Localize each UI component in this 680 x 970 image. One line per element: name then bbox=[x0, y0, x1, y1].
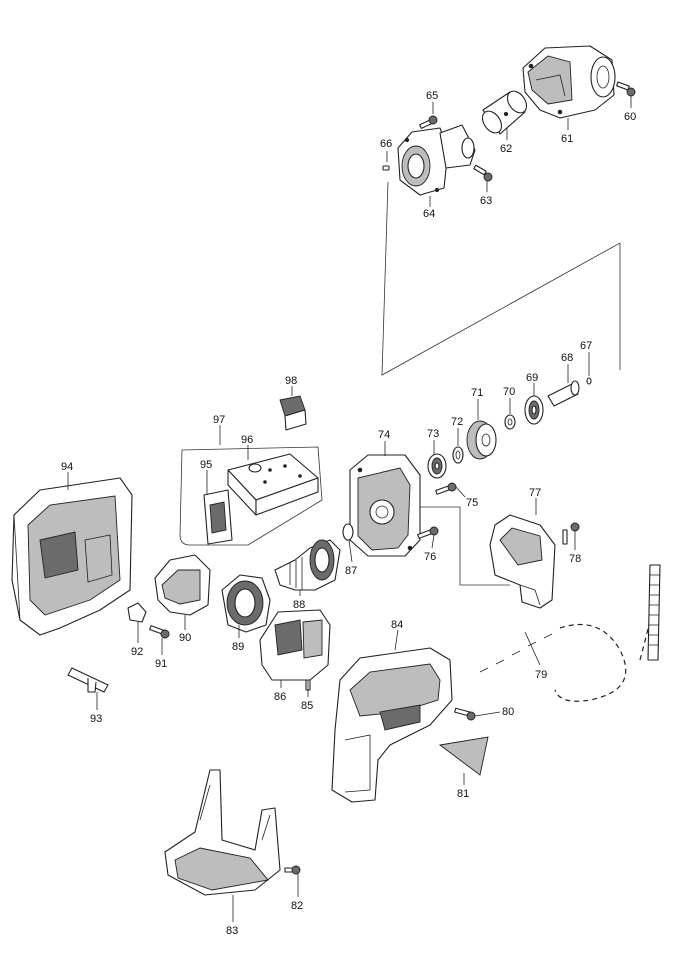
part-72-washer bbox=[452, 446, 464, 464]
part-86-brush-holder bbox=[259, 609, 331, 681]
label-90: 90 bbox=[179, 632, 191, 644]
part-80-screw bbox=[454, 707, 476, 721]
label-76: 76 bbox=[424, 551, 436, 563]
part-95-switch bbox=[203, 489, 233, 545]
part-84-housing bbox=[331, 647, 453, 803]
controller-group-frame bbox=[179, 446, 323, 546]
part-63-screw bbox=[473, 164, 493, 182]
part-61-gear-housing bbox=[522, 45, 616, 119]
label-98: 98 bbox=[285, 375, 297, 387]
label-83: 83 bbox=[226, 925, 238, 937]
part-89-field bbox=[221, 574, 271, 633]
label-95: 95 bbox=[200, 459, 212, 471]
label-91: 91 bbox=[155, 658, 167, 670]
label-69: 69 bbox=[526, 372, 538, 384]
label-75: 75 bbox=[466, 497, 478, 509]
label-67: 67 bbox=[580, 340, 592, 352]
label-93: 93 bbox=[90, 713, 102, 725]
part-70-washer bbox=[504, 414, 516, 430]
part-71-gear bbox=[466, 420, 497, 460]
part-92-clip bbox=[127, 602, 147, 623]
label-86: 86 bbox=[274, 691, 286, 703]
label-77: 77 bbox=[529, 487, 541, 499]
leader-lines bbox=[67, 96, 632, 922]
part-76-screw bbox=[417, 526, 439, 539]
part-83-stand bbox=[164, 769, 281, 896]
part-81-pad bbox=[438, 736, 489, 776]
label-88: 88 bbox=[293, 599, 305, 611]
part-96-controller bbox=[227, 453, 319, 516]
label-94: 94 bbox=[61, 461, 73, 473]
upper-assembly-frame bbox=[381, 181, 621, 376]
part-75-screw bbox=[435, 482, 457, 495]
label-92: 92 bbox=[131, 646, 143, 658]
motor-bracket-frame bbox=[413, 506, 510, 586]
label-96: 96 bbox=[241, 434, 253, 446]
label-78: 78 bbox=[569, 553, 581, 565]
part-78-screw bbox=[562, 522, 580, 545]
part-90-baffle bbox=[154, 554, 211, 616]
part-94-motor-housing bbox=[11, 477, 133, 636]
label-79: 79 bbox=[535, 669, 547, 681]
part-74-gear-case bbox=[349, 454, 421, 557]
label-80: 80 bbox=[502, 706, 514, 718]
part-62-sleeve bbox=[481, 90, 528, 135]
part-79-cord-guard bbox=[462, 564, 661, 702]
part-93-switch-lever bbox=[67, 667, 109, 693]
label-65: 65 bbox=[426, 90, 438, 102]
label-64: 64 bbox=[423, 208, 435, 220]
label-60: 60 bbox=[624, 111, 636, 123]
part-65-screw bbox=[419, 115, 438, 129]
part-87-washer bbox=[342, 523, 354, 541]
label-71: 71 bbox=[471, 387, 483, 399]
part-77-handle-cap bbox=[489, 514, 556, 609]
part-82-screw bbox=[284, 865, 301, 875]
label-97: 97 bbox=[213, 414, 225, 426]
label-63: 63 bbox=[480, 195, 492, 207]
label-72: 72 bbox=[451, 416, 463, 428]
part-60-screw bbox=[616, 81, 636, 97]
label-89: 89 bbox=[232, 641, 244, 653]
part-73-bearing bbox=[427, 453, 447, 479]
label-85: 85 bbox=[301, 700, 313, 712]
label-68: 68 bbox=[561, 352, 573, 364]
label-61: 61 bbox=[561, 133, 573, 145]
part-66-pin bbox=[382, 165, 390, 171]
part-64-bearing-box bbox=[397, 124, 476, 196]
label-84: 84 bbox=[391, 619, 403, 631]
label-74: 74 bbox=[378, 429, 390, 441]
label-87: 87 bbox=[345, 565, 357, 577]
part-98-terminal bbox=[279, 395, 307, 431]
label-81: 81 bbox=[457, 788, 469, 800]
part-91-screw bbox=[149, 625, 170, 639]
part-68-shaft bbox=[547, 380, 580, 407]
part-67-ring bbox=[586, 377, 592, 385]
part-88-armature bbox=[274, 539, 341, 591]
part-69-bearing bbox=[524, 395, 544, 425]
label-73: 73 bbox=[427, 428, 439, 440]
label-62: 62 bbox=[500, 143, 512, 155]
part-labels: 60 61 62 63 64 65 66 67 68 69 70 71 72 7… bbox=[61, 90, 636, 937]
label-70: 70 bbox=[503, 386, 515, 398]
label-66: 66 bbox=[380, 138, 392, 150]
label-82: 82 bbox=[291, 900, 303, 912]
